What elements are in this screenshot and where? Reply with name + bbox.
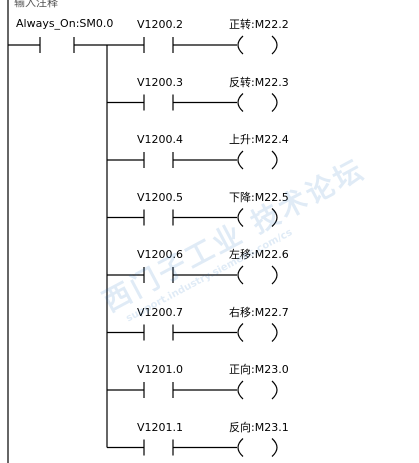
contact-label: V1201.1 xyxy=(137,420,184,434)
coil-arc-right xyxy=(271,380,278,400)
coil-label: 左移:M22.6 xyxy=(229,248,289,261)
coil-label: 反向:M23.1 xyxy=(229,420,289,434)
contact-label: V1200.7 xyxy=(137,305,184,319)
coil-arc-left xyxy=(237,265,244,285)
contact-label: V1200.3 xyxy=(137,75,184,89)
coil-label: 反转:M22.3 xyxy=(229,75,289,89)
coil-arc-left xyxy=(237,323,244,342)
network-comment[interactable]: 输入注释 xyxy=(14,0,58,9)
coil-label: 右移:M22.7 xyxy=(229,305,289,319)
coil-arc-left xyxy=(237,35,244,55)
contact-label: V1200.5 xyxy=(137,190,184,204)
coil-arc-left xyxy=(237,93,244,112)
coil-arc-left xyxy=(237,380,244,400)
contact-label: V1201.0 xyxy=(137,363,184,376)
coil-label: 正向:M23.0 xyxy=(229,363,289,376)
coil-arc-right xyxy=(271,323,278,342)
coil-arc-left xyxy=(237,150,244,170)
coil-label: 下降:M22.5 xyxy=(229,190,289,204)
main-contact-label: Always_On:SM0.0 xyxy=(16,17,114,30)
contact-label: V1200.6 xyxy=(137,248,184,261)
coil-arc-right xyxy=(271,265,278,285)
coil-arc-right xyxy=(271,150,278,170)
contact-label: V1200.4 xyxy=(137,133,184,146)
coil-arc-right xyxy=(271,438,278,457)
coil-arc-left xyxy=(237,438,244,457)
coil-arc-right xyxy=(271,208,278,227)
coil-arc-right xyxy=(271,35,278,55)
coil-arc-right xyxy=(271,93,278,112)
contact-label: V1200.2 xyxy=(137,18,184,31)
coil-label: 上升:M22.4 xyxy=(229,133,289,146)
coil-label: 正转:M22.2 xyxy=(229,18,289,31)
coil-arc-left xyxy=(237,208,244,227)
